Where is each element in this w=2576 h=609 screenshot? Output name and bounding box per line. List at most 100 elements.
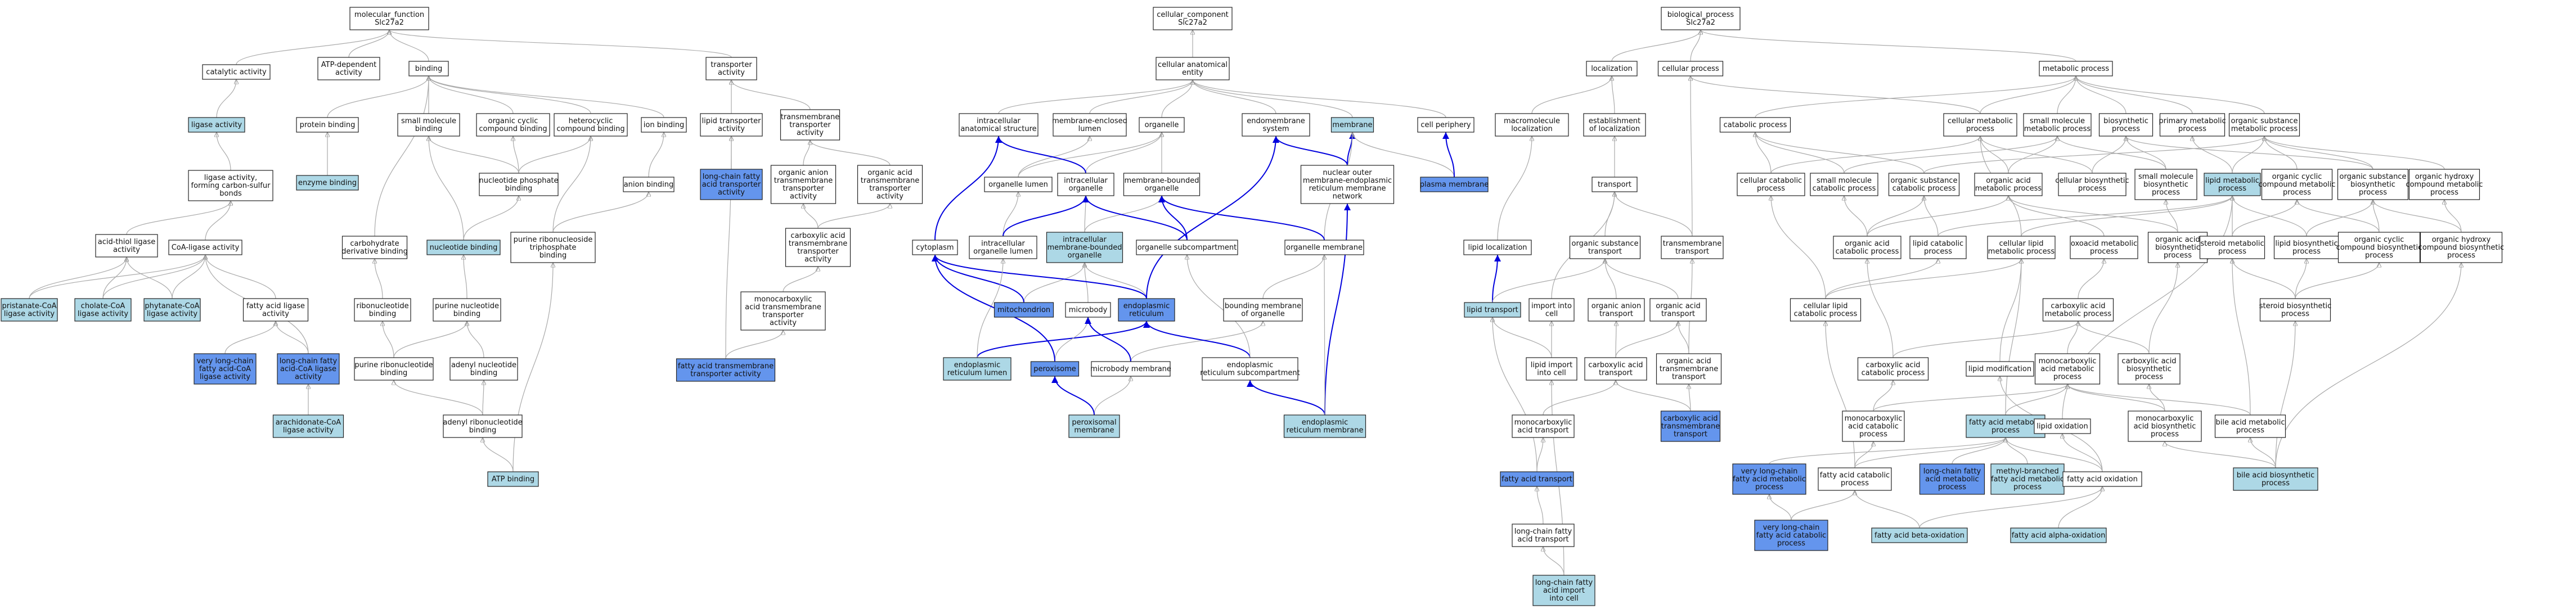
node-catabolic-process[interactable]: catabolic process [1719,117,1791,133]
node-lipid-modification[interactable]: lipid modification [1966,361,2034,377]
node-organelle[interactable]: organelle [1139,117,1185,133]
node-transport[interactable]: transport [1592,177,1638,192]
node-ion-binding[interactable]: ion binding [641,117,687,133]
node-fa-beta-oxidation[interactable]: fatty acid beta-oxidation [1871,527,1968,543]
node-cell-periphery[interactable]: cell periphery [1417,117,1474,133]
node-microbody[interactable]: microbody [1065,302,1111,318]
node-lipid-localization[interactable]: lipid localization [1463,240,1532,255]
node-microbody-membrane[interactable]: microbody membrane [1090,361,1171,377]
node-enzyme-binding[interactable]: enzyme binding [296,175,359,191]
node-organelle-subcompartment[interactable]: organelle subcompartment [1136,240,1238,255]
node-protein-binding[interactable]: protein binding [296,117,359,133]
node-localization[interactable]: localization [1586,61,1638,76]
node-anion-binding[interactable]: anion binding [623,177,675,192]
node-carboxylic-tm[interactable]: carboxylic acidtransmembranetransportera… [785,228,851,267]
node-plasma-membrane[interactable]: plasma membrane [1420,177,1489,192]
node-organelle-lumen[interactable]: organelle lumen [984,177,1053,192]
node-nucleotide-binding[interactable]: nucleotide binding [426,240,501,255]
node-organic-acid-tm[interactable]: organic acidtransmembranetransporteracti… [857,165,923,204]
node-membrane[interactable]: membrane [1330,117,1374,133]
node-fatty-acid-oxidation[interactable]: fatty acid oxidation [2062,471,2142,487]
node-lipid-oxidation[interactable]: lipid oxidation [2034,418,2091,434]
node-cytoplasm[interactable]: cytoplasm [912,240,958,255]
node-metabolic-process[interactable]: metabolic process [2039,61,2113,76]
node-binding[interactable]: binding [408,61,449,76]
node-ligase-cs[interactable]: ligase activity,forming carbon-sulfurbon… [188,170,273,201]
